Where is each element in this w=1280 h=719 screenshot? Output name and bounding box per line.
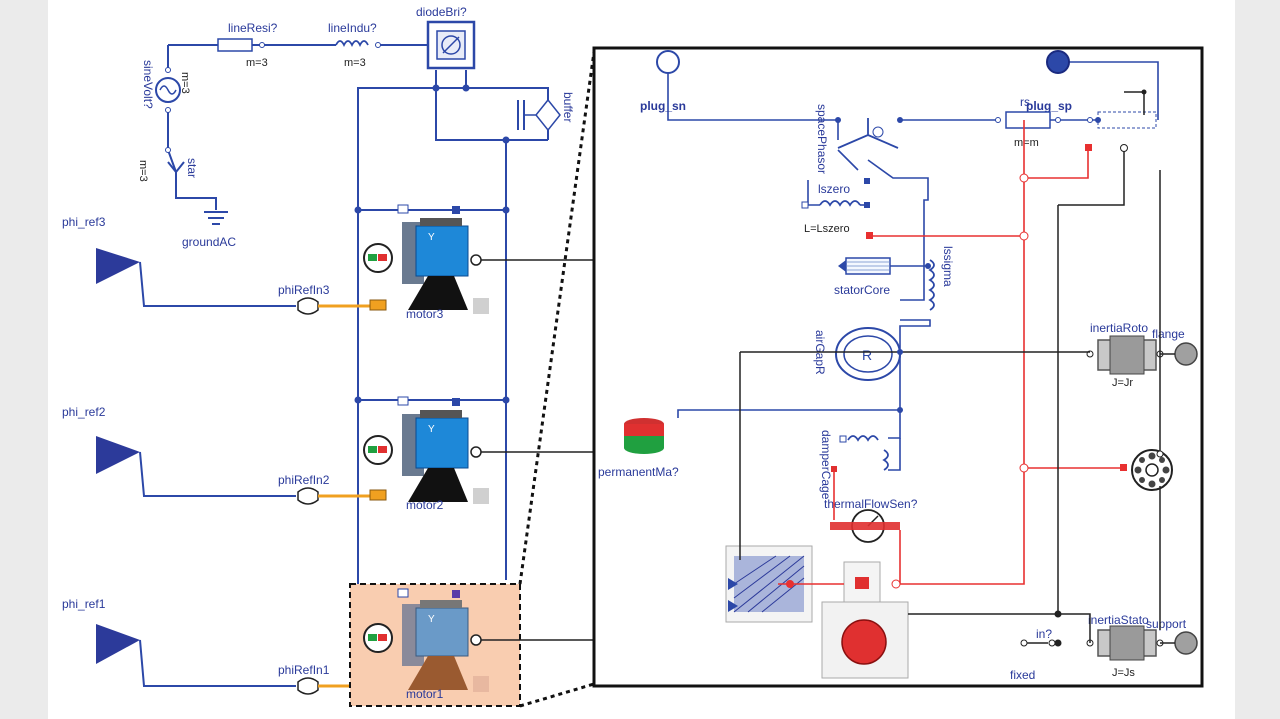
schematic: lineResi? m=3 lineIndu? m=3 diodeBri? si… <box>62 5 1204 708</box>
permanent-magnet[interactable] <box>624 418 664 454</box>
plug-sn-port[interactable] <box>656 50 680 74</box>
plug-sp-port[interactable] <box>1046 50 1070 74</box>
motor3-label: motor3 <box>406 307 444 321</box>
thermal-small-block[interactable] <box>843 561 881 603</box>
phi-ref-in3-label: phiRefIn3 <box>278 283 330 297</box>
bearing-icon[interactable] <box>1131 449 1173 491</box>
shaft-wires <box>481 259 594 641</box>
buffer-label: buffer <box>561 92 575 122</box>
motor1-block[interactable]: Y <box>363 588 489 692</box>
svg-text:Y: Y <box>428 232 435 243</box>
motor2-block[interactable]: Y <box>363 396 489 504</box>
permanent-magnet-label: permanentMa? <box>598 465 679 479</box>
plug-sn-label: plug_sn <box>640 99 686 113</box>
air-gap[interactable]: R <box>835 327 901 381</box>
diode-bridge[interactable] <box>426 20 476 70</box>
flange-port[interactable] <box>1174 342 1198 366</box>
stator-resistor[interactable] <box>995 111 1157 129</box>
phi-ref-in3-connector[interactable] <box>297 297 387 315</box>
star-label: star <box>185 158 199 178</box>
flange-label: flange <box>1152 327 1185 341</box>
zoom-indicator <box>518 51 596 708</box>
line-resistor-label: lineResi? <box>228 21 278 35</box>
supply-junctions <box>354 84 510 404</box>
diode-bridge-label: diodeBri? <box>416 5 467 19</box>
line-resistor[interactable] <box>217 38 265 52</box>
line-inductor-label: lineIndu? <box>328 21 377 35</box>
thermal-terminals <box>786 144 1127 589</box>
plug-sp-label: plug_sp <box>1026 99 1072 113</box>
lszero-param: L=Lszero <box>804 223 850 235</box>
space-phasor-label: spacePhasor <box>815 104 829 174</box>
phi-ref-in1-label: phiRefIn1 <box>278 663 330 677</box>
stator-core[interactable] <box>838 257 891 275</box>
svg-text:R: R <box>862 347 872 363</box>
mechanical-junctions <box>1054 89 1164 647</box>
mechanical-wires <box>739 91 1175 644</box>
phi-ref1-label: phi_ref1 <box>62 597 106 611</box>
motor2-label: motor2 <box>406 498 444 512</box>
thermal-flow-sensor-label: thermalFlowSen? <box>824 497 918 511</box>
diagram-canvas: lineResi? m=3 lineIndu? m=3 diodeBri? si… <box>48 0 1235 719</box>
inertia-rotor[interactable] <box>1086 335 1164 375</box>
inertia-rotor-param: J=Jr <box>1112 377 1133 389</box>
inertia-stator-param: J=Js <box>1112 667 1135 679</box>
support-label: support <box>1146 617 1187 631</box>
line-inductor[interactable] <box>320 40 381 48</box>
fixed-label: fixed <box>1010 668 1035 682</box>
lszero-label: lszero <box>818 182 850 196</box>
lssigma-label: lssigma <box>941 246 955 287</box>
detail-junctions <box>835 117 1101 413</box>
stator-core-label: statorCore <box>834 283 890 297</box>
lszero-inductor[interactable] <box>801 178 870 209</box>
stator-resistor-label: rs <box>1020 95 1030 109</box>
lssigma-inductor[interactable] <box>928 259 935 311</box>
internal-support-label: in? <box>1036 627 1052 641</box>
phi-ref2-source[interactable] <box>96 436 296 497</box>
ground-ac[interactable] <box>204 211 228 225</box>
star-param: m=3 <box>137 160 149 182</box>
inertia-stator[interactable] <box>1086 625 1164 661</box>
ground-ac-label: groundAC <box>182 235 236 249</box>
sine-voltage-source[interactable] <box>155 67 181 113</box>
damper-cage[interactable] <box>831 435 889 472</box>
inertia-rotor-label: inertiaRoto <box>1090 321 1148 335</box>
damper-cage-label: damperCage <box>819 430 833 500</box>
phi-ref2-label: phi_ref2 <box>62 405 106 419</box>
space-phasor[interactable] <box>837 118 899 149</box>
inertia-stator-label: inertiaStato <box>1088 613 1149 627</box>
star-point[interactable] <box>165 147 185 183</box>
motor1-label: motor1 <box>406 687 444 701</box>
line-inductor-param: m=3 <box>344 57 366 69</box>
svg-text:Y: Y <box>428 614 435 625</box>
thermal-ambient-block[interactable] <box>821 601 909 679</box>
motor3-block[interactable]: Y <box>363 204 489 314</box>
phi-ref3-label: phi_ref3 <box>62 215 106 229</box>
sine-voltage-label: sineVolt? <box>141 60 155 109</box>
phi-ref-in2-connector[interactable] <box>297 487 387 505</box>
phi-ref3-source[interactable] <box>96 248 296 307</box>
supply-wires <box>167 44 549 600</box>
phi-ref-in2-label: phiRefIn2 <box>278 473 330 487</box>
sine-voltage-param: m=3 <box>179 72 191 94</box>
svg-text:Y: Y <box>428 424 435 435</box>
thermal-flow-sensor[interactable] <box>830 509 900 543</box>
phi-ref1-source[interactable] <box>96 624 296 687</box>
support-port[interactable] <box>1174 631 1198 655</box>
stator-resistor-param: m=m <box>1014 137 1039 149</box>
buffer-capacitor[interactable] <box>506 98 561 141</box>
thermal-wires <box>778 120 1124 585</box>
line-resistor-param: m=3 <box>246 57 268 69</box>
